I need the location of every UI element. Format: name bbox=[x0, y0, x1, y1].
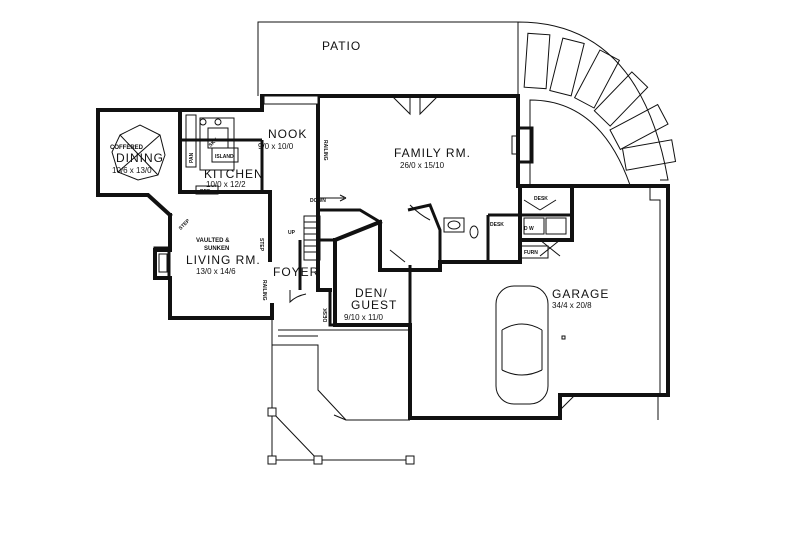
up-label: UP bbox=[288, 230, 296, 236]
garage-details bbox=[559, 186, 661, 420]
step-label-1: STEP bbox=[178, 218, 192, 232]
den-size: 9/10 x 11/0 bbox=[344, 313, 384, 322]
railing-label-1: RAILING bbox=[322, 140, 328, 161]
family-room-size: 26/0 x 15/10 bbox=[400, 161, 445, 170]
dw-label: D W bbox=[524, 226, 534, 232]
patio-label: PATIO bbox=[322, 39, 361, 53]
desk-label-3: DESK bbox=[323, 308, 329, 322]
step-label-2: STEP bbox=[258, 238, 264, 252]
front-porch bbox=[267, 305, 415, 465]
kitchen-size: 10/0 x 12/2 bbox=[206, 180, 246, 189]
foyer-label: FOYER bbox=[273, 265, 319, 279]
dining-line1: COFFERED bbox=[110, 145, 144, 151]
living-line2: SUNKEN bbox=[204, 246, 229, 252]
desk-label-1: DESK bbox=[490, 222, 504, 228]
railing-label-2: RAILING bbox=[261, 280, 267, 301]
furn-label: FURN bbox=[524, 250, 538, 256]
fireplaces bbox=[153, 126, 534, 280]
dining-label: DINING bbox=[116, 151, 164, 165]
ref-label: REF bbox=[200, 189, 210, 195]
dining-size: 10/6 x 13/0 bbox=[112, 166, 152, 175]
garage-size: 34/4 x 20/8 bbox=[552, 301, 592, 310]
doors bbox=[263, 95, 439, 304]
kitchen-label: KITCHEN bbox=[204, 167, 264, 181]
living-room-size: 13/0 x 14/6 bbox=[196, 267, 236, 276]
garage-label: GARAGE bbox=[552, 287, 609, 301]
den-line1: DEN/ bbox=[355, 286, 388, 300]
car-icon bbox=[495, 285, 566, 405]
utility-fixtures bbox=[443, 199, 567, 259]
nook-label: NOOK bbox=[268, 127, 307, 141]
stairs bbox=[303, 194, 347, 261]
curved-pavers bbox=[517, 21, 677, 186]
den-line2: GUEST bbox=[351, 298, 397, 312]
living-line1: VAULTED & bbox=[196, 238, 230, 244]
kitchen-fixtures bbox=[185, 114, 239, 195]
pantry-label: PAN bbox=[189, 152, 195, 163]
patio bbox=[257, 21, 519, 100]
nook-size: 9/0 x 10/0 bbox=[258, 142, 294, 151]
coffered-ceiling bbox=[111, 124, 166, 181]
island-label: ISLAND bbox=[215, 154, 234, 160]
desk-label-2: DESK bbox=[534, 196, 548, 202]
down-label: DOWN bbox=[310, 198, 326, 204]
exterior-walls bbox=[96, 94, 670, 420]
interior-walls bbox=[180, 138, 572, 327]
sky-label: SKY bbox=[208, 137, 220, 149]
family-room-label: FAMILY RM. bbox=[394, 146, 471, 160]
living-room-label: LIVING RM. bbox=[186, 253, 261, 267]
